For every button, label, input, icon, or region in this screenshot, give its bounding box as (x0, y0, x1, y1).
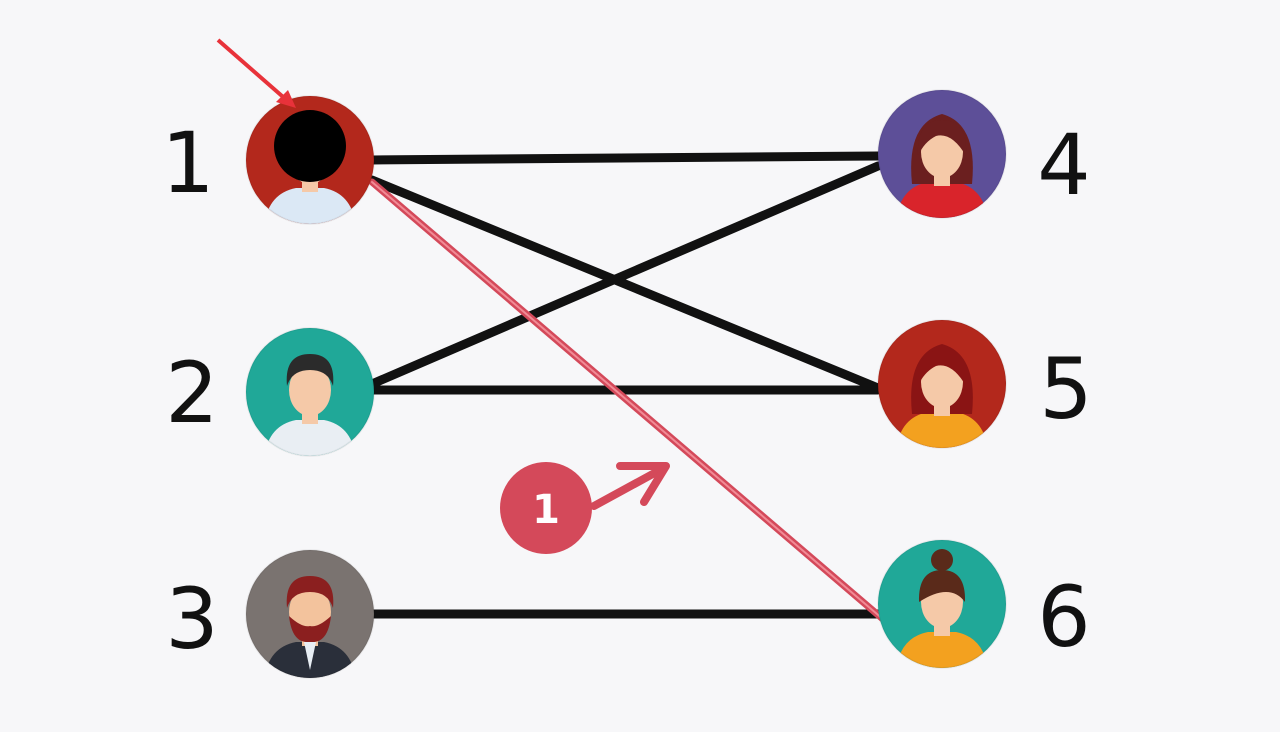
node-label-4: 4 (1037, 116, 1090, 214)
avatar-beard (289, 616, 331, 643)
labels-layer: 1 2 3 4 5 6 (161, 114, 1092, 668)
badge-arrow-icon (590, 466, 664, 510)
edges-layer (367, 151, 888, 624)
edge-2-4 (367, 161, 883, 389)
avatar-shirt (896, 632, 988, 668)
node-label-1: 1 (161, 114, 214, 212)
edge-highlight-sheen (371, 181, 885, 621)
avatar-hair-bun (931, 549, 953, 571)
avatar-ring (877, 319, 1007, 449)
avatar-hair (917, 120, 967, 156)
node-label-5: 5 (1039, 340, 1092, 438)
avatar-face (289, 364, 331, 416)
step-badge (500, 462, 592, 554)
node-label-3: 3 (165, 570, 218, 668)
avatar-face-mask (274, 110, 346, 182)
avatar-node-5 (877, 319, 1007, 449)
avatar-node-1 (245, 95, 375, 225)
avatar-shirt (264, 420, 356, 456)
step-badge-label: 1 (532, 487, 560, 533)
avatar-ring (245, 549, 375, 679)
avatar-node-4 (877, 89, 1007, 219)
node-label-2: 2 (165, 344, 218, 442)
avatar-shirt (896, 182, 988, 218)
avatar-collar (304, 642, 316, 670)
pointer-arrow-head-icon (276, 90, 296, 108)
avatar-hair (918, 570, 966, 602)
edge-1-4 (367, 151, 883, 165)
node-label-6: 6 (1037, 568, 1090, 666)
avatar-node-6 (877, 539, 1007, 669)
edge-1-5 (367, 175, 883, 393)
avatar-shirt (264, 188, 356, 224)
avatar-hair (286, 354, 334, 386)
annotation-layer: 1 (216, 38, 670, 554)
pointer-arrow-icon (216, 38, 292, 105)
avatar-ring (877, 539, 1007, 669)
avatar-node-3 (245, 549, 375, 679)
badge-arrow-head-icon (616, 462, 670, 506)
avatar-hair (286, 576, 334, 608)
avatar-hair (917, 350, 967, 386)
nodes-layer (245, 89, 1007, 679)
avatar-shirt (896, 412, 988, 448)
avatar-ring (877, 89, 1007, 219)
avatar-ring (245, 95, 375, 225)
avatar-node-2 (245, 327, 375, 457)
avatar-ring (245, 327, 375, 457)
